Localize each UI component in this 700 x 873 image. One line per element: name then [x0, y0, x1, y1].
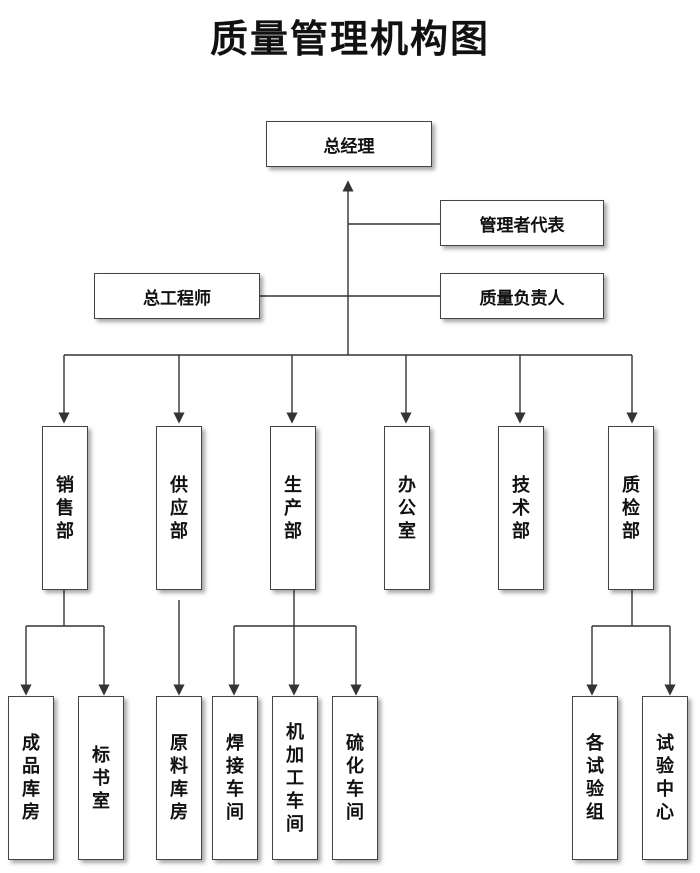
node-label: 机加工车间: [286, 721, 304, 835]
dept-quality-inspection: 质检部: [608, 426, 654, 590]
unit-test-center: 试验中心: [642, 696, 688, 860]
unit-finished-goods-warehouse: 成品库房: [8, 696, 54, 860]
node-chief-engineer: 总工程师: [94, 273, 260, 319]
node-label: 总经理: [323, 136, 375, 157]
node-management-representative: 管理者代表: [440, 200, 604, 246]
unit-vulcanization-workshop: 硫化车间: [332, 696, 378, 860]
unit-welding-workshop: 焊接车间: [212, 696, 258, 860]
node-label: 质检部: [622, 474, 640, 542]
dept-technical: 技术部: [498, 426, 544, 590]
unit-test-groups: 各试验组: [572, 696, 618, 860]
unit-machining-workshop: 机加工车间: [272, 696, 318, 860]
node-label: 管理者代表: [479, 215, 565, 236]
node-quality-head: 质量负责人: [440, 273, 604, 319]
unit-bid-document-office: 标书室: [78, 696, 124, 860]
node-label: 试验中心: [656, 733, 674, 823]
node-label: 各试验组: [586, 733, 604, 823]
node-label: 办公室: [398, 474, 416, 542]
node-label: 总工程师: [143, 288, 211, 309]
node-label: 生产部: [284, 474, 302, 542]
node-label: 焊接车间: [226, 733, 244, 823]
node-label: 标书室: [92, 744, 110, 812]
node-label: 供应部: [170, 474, 188, 542]
node-label: 质量负责人: [479, 288, 565, 309]
dept-sales: 销售部: [42, 426, 88, 590]
node-label: 成品库房: [22, 733, 40, 823]
dept-supply: 供应部: [156, 426, 202, 590]
node-label: 销售部: [56, 474, 74, 542]
unit-raw-material-warehouse: 原料库房: [156, 696, 202, 860]
node-label: 原料库房: [170, 733, 188, 823]
node-general-manager: 总经理: [266, 121, 432, 167]
dept-production: 生产部: [270, 426, 316, 590]
diagram-title: 质量管理机构图: [209, 17, 490, 61]
node-label: 硫化车间: [346, 733, 364, 823]
dept-office: 办公室: [384, 426, 430, 590]
node-label: 技术部: [512, 474, 530, 542]
